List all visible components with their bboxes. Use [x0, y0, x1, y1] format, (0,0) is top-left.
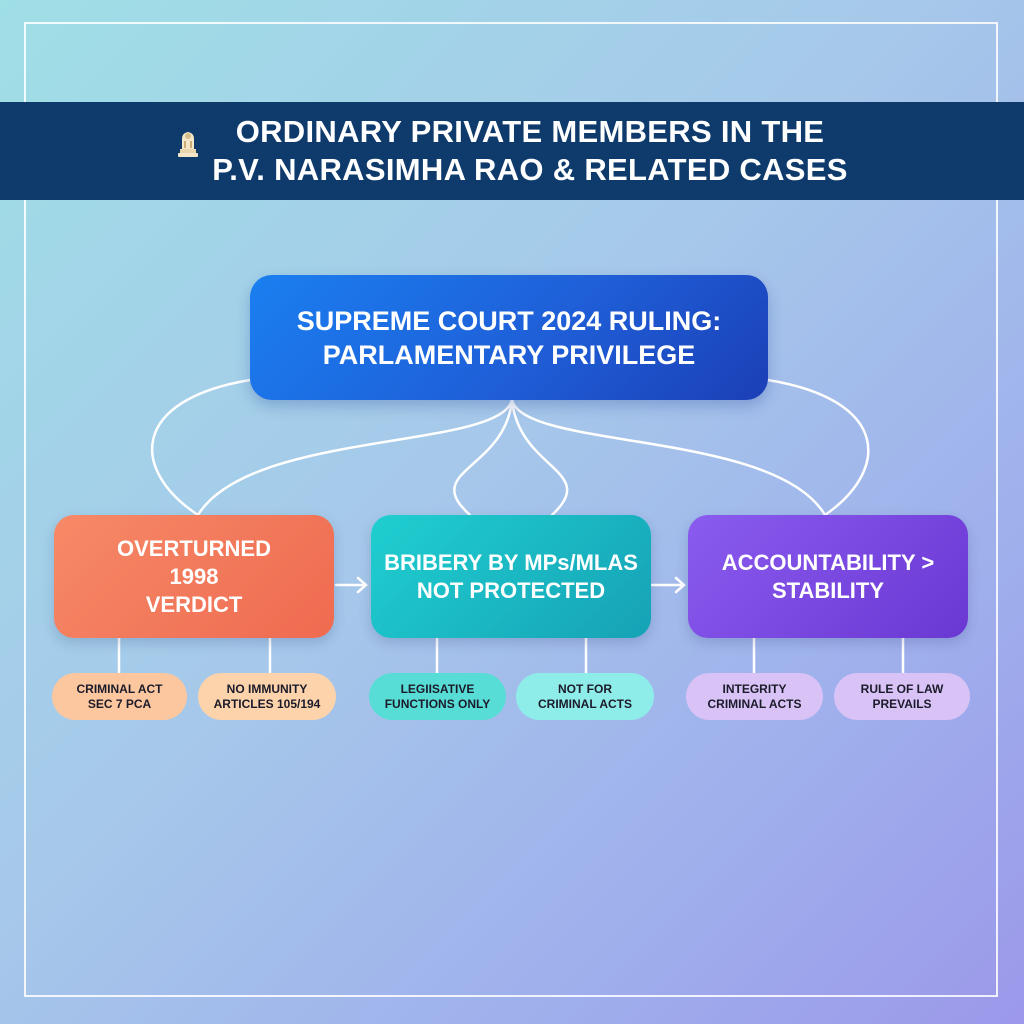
- page-title: ORDINARY PRIVATE MEMBERS IN THE P.V. NAR…: [212, 113, 847, 189]
- top-node-line-1: SUPREME COURT 2024 RULING:: [296, 305, 722, 336]
- national-emblem-icon: [178, 132, 199, 157]
- pill-a2-line-2: ARTICLES 105/194: [213, 696, 321, 711]
- node-a-line-3: VERDICT: [145, 591, 243, 617]
- node-c-line-2: STABILITY: [771, 577, 885, 603]
- node-bribery-not-protected: BRIBERY BY MPs/MLAS NOT PROTECTED: [371, 515, 651, 638]
- pill-integrity: INTEGRITY CRIMINAL ACTS: [686, 673, 823, 720]
- pill-legislative-functions: LEGIISATIVE FUNCTIONS ONLY: [369, 673, 506, 720]
- outer-frame: [24, 22, 998, 997]
- pill-c1-line-1: INTEGRITY: [722, 681, 787, 696]
- node-b-line-1: BRIBERY BY MPs/MLAS: [384, 549, 638, 575]
- pill-a2-line-1: NO IMMUNITY: [226, 681, 308, 696]
- top-node-line-2: PARLAMENTARY PRIVILEGE: [322, 339, 696, 370]
- pill-not-for-criminal-acts: NOT FOR CRIMINAL ACTS: [516, 673, 654, 720]
- top-node-ruling: SUPREME COURT 2024 RULING: PARLAMENTARY …: [250, 275, 768, 400]
- node-overturned-verdict: OVERTURNED 1998 VERDICT: [54, 515, 334, 638]
- pill-a1-line-2: SEC 7 PCA: [87, 696, 152, 711]
- pill-rule-of-law: RULE OF LAW PREVAILS: [834, 673, 970, 720]
- title-line-2: P.V. NARASIMHA RAO & RELATED CASES: [212, 152, 848, 187]
- title-line-1: ORDINARY PRIVATE MEMBERS IN THE: [235, 114, 825, 149]
- pill-b1-line-2: FUNCTIONS ONLY: [384, 696, 491, 711]
- node-c-line-1: ACCOUNTABILITY >: [721, 549, 935, 575]
- pill-a1-line-1: CRIMINAL ACT: [76, 681, 163, 696]
- title-banner: ORDINARY PRIVATE MEMBERS IN THE P.V. NAR…: [0, 102, 1024, 200]
- pill-no-immunity: NO IMMUNITY ARTICLES 105/194: [198, 673, 336, 720]
- pill-b2-line-1: NOT FOR: [558, 681, 612, 696]
- node-a-line-2: 1998: [169, 563, 219, 589]
- node-a-line-1: OVERTURNED: [116, 535, 271, 561]
- pill-c1-line-2: CRIMINAL ACTS: [707, 696, 802, 711]
- pill-c2-line-2: PREVAILS: [872, 696, 932, 711]
- pill-b2-line-2: CRIMINAL ACTS: [538, 696, 632, 711]
- node-accountability: ACCOUNTABILITY > STABILITY: [688, 515, 968, 638]
- pill-c2-line-1: RULE OF LAW: [860, 681, 944, 696]
- pill-criminal-act: CRIMINAL ACT SEC 7 PCA: [52, 673, 187, 720]
- pill-b1-line-1: LEGIISATIVE: [400, 681, 475, 696]
- node-b-line-2: NOT PROTECTED: [416, 577, 606, 603]
